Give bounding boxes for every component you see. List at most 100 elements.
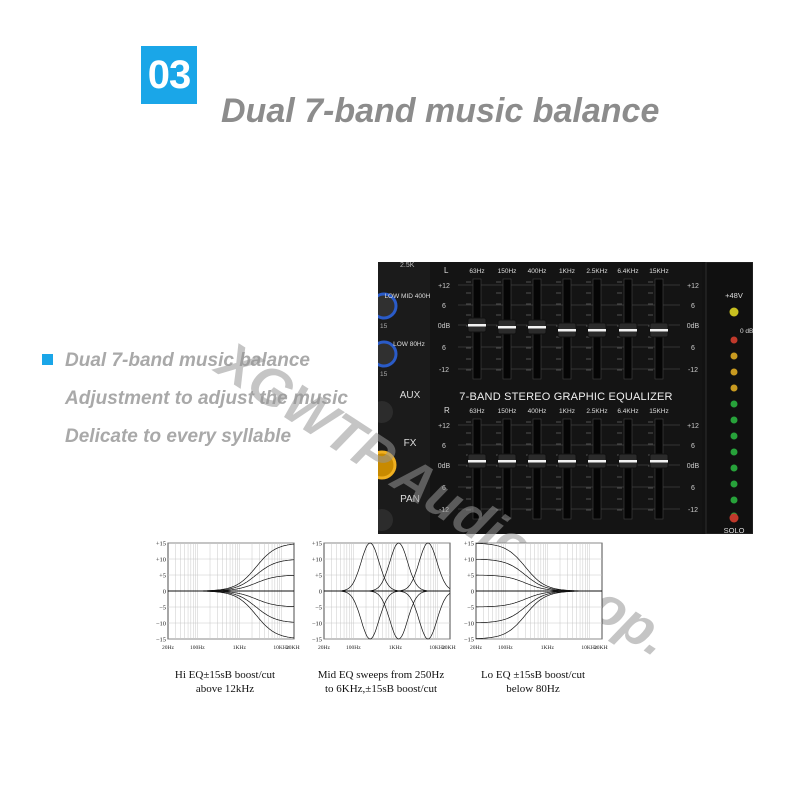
frequency-label: 15KHz (649, 408, 669, 415)
pan-knob-icon (378, 509, 393, 531)
db-scale-label: -12 (688, 367, 698, 374)
knob-label: LOW MID 400Hz (384, 293, 433, 300)
x-tick-label: 20Hz (470, 645, 482, 651)
fader-cap-line (588, 329, 606, 332)
fader-cap-line (558, 329, 576, 332)
db-scale-label: +12 (687, 283, 699, 290)
phantom-led-icon (729, 307, 739, 317)
level-led-icon (730, 384, 738, 392)
db-scale-label: 6 (691, 443, 695, 450)
db-scale-label: +12 (687, 423, 699, 430)
db-scale-label: 6 (691, 345, 695, 352)
level-led-icon (730, 432, 738, 440)
mid-eq-caption: Mid EQ sweeps from 250Hz to 6KHz,±15sB b… (306, 668, 456, 696)
fader-cap-line (528, 460, 546, 463)
level-led-icon (730, 352, 738, 360)
solo-label: SOLO (724, 526, 745, 534)
x-tick-label: 20Hz (318, 645, 330, 651)
x-tick-label: 20KHz (442, 645, 456, 651)
y-tick-label: +15 (312, 541, 322, 548)
caption-line: below 80Hz (506, 683, 560, 695)
frequency-label: 6.4KHz (617, 268, 638, 275)
x-tick-label: 10KHz (429, 645, 445, 651)
frequency-label: 6.4KHz (617, 408, 638, 415)
hi-eq-caption: Hi EQ±15sB boost/cut above 12kHz (150, 668, 300, 696)
level-led-icon (730, 368, 738, 376)
fx-knob-icon (378, 450, 397, 480)
section-number-badge: 03 (141, 46, 197, 104)
y-tick-label: −5 (315, 605, 322, 612)
y-tick-label: −5 (159, 605, 166, 612)
x-tick-label: 1KHz (233, 645, 247, 651)
x-tick-label: 20Hz (162, 645, 174, 651)
y-tick-label: +15 (464, 541, 474, 548)
frequency-label: 63Hz (469, 268, 484, 275)
frequency-label: 63Hz (469, 408, 484, 415)
frequency-label: 1KHz (559, 268, 575, 275)
caption-line: above 12kHz (195, 683, 255, 695)
fader-track (562, 418, 572, 520)
knob-scale-label: 15 (380, 371, 388, 378)
y-tick-label: −10 (312, 621, 322, 628)
x-tick-label: 100Hz (190, 645, 205, 651)
db-scale-label: 0dB (438, 463, 451, 470)
knob-label: LOW 80Hz (393, 341, 425, 348)
y-tick-label: +5 (467, 573, 474, 580)
frequency-label: 2.5KHz (586, 408, 607, 415)
aux-knob-icon (378, 401, 393, 423)
db-scale-label: 6 (691, 485, 695, 492)
x-tick-label: 10KHz (273, 645, 289, 651)
fader-track (654, 418, 664, 520)
lo-eq-caption: Lo EQ ±15sB boost/cut below 80Hz (458, 668, 608, 696)
db-scale-label: 6 (442, 345, 446, 352)
strip-label: PAN (400, 494, 420, 505)
y-tick-label: 0 (471, 589, 474, 596)
fader-cap-line (528, 326, 546, 329)
y-tick-label: +10 (312, 557, 322, 564)
db-scale-label: 6 (442, 443, 446, 450)
frequency-label: 150Hz (498, 268, 517, 275)
db-scale-label: 0dB (438, 323, 451, 330)
y-tick-label: −10 (464, 621, 474, 628)
strip-label: AUX (400, 390, 421, 401)
y-tick-label: +5 (159, 573, 166, 580)
db-scale-label: 6 (442, 485, 446, 492)
bullet-square-icon (42, 354, 53, 365)
db-scale-label: -12 (439, 367, 449, 374)
y-tick-label: 0 (163, 589, 166, 596)
db-scale-label: +12 (438, 423, 450, 430)
level-led-icon (730, 336, 738, 344)
y-tick-label: +15 (156, 541, 166, 548)
caption-line: Mid EQ sweeps from 250Hz (317, 669, 445, 681)
level-led-icon (730, 400, 738, 408)
fader-track (502, 418, 512, 520)
mid-eq-plot: +15+10+50−5−10−1520Hz100Hz1KHz10KHz20KHz (312, 541, 456, 652)
knob-scale-label: 15 (380, 323, 388, 330)
fader-cap-line (588, 460, 606, 463)
fader-track (472, 418, 482, 520)
db-scale-label: 0dB (687, 323, 700, 330)
fader-cap-line (619, 460, 637, 463)
fader-cap-line (650, 460, 668, 463)
y-tick-label: +5 (315, 573, 322, 580)
frequency-label: 400Hz (528, 268, 547, 275)
y-tick-label: −15 (312, 637, 322, 644)
db-scale-label: +12 (438, 283, 450, 290)
fader-cap-line (498, 326, 516, 329)
frequency-label: 150Hz (498, 408, 517, 415)
level-led-icon (730, 496, 738, 504)
strip-label: FX (404, 438, 417, 449)
fader-track (532, 418, 542, 520)
level-led-icon (730, 464, 738, 472)
y-tick-label: −10 (156, 621, 166, 628)
caption-line: Lo EQ ±15sB boost/cut (480, 669, 586, 681)
x-tick-label: 1KHz (389, 645, 403, 651)
y-tick-label: −5 (467, 605, 474, 612)
frequency-label: 2.5KHz (586, 268, 607, 275)
meter-strip (705, 262, 753, 534)
fader-track (592, 418, 602, 520)
solo-led-icon (729, 513, 739, 523)
y-tick-label: 0 (319, 589, 322, 596)
